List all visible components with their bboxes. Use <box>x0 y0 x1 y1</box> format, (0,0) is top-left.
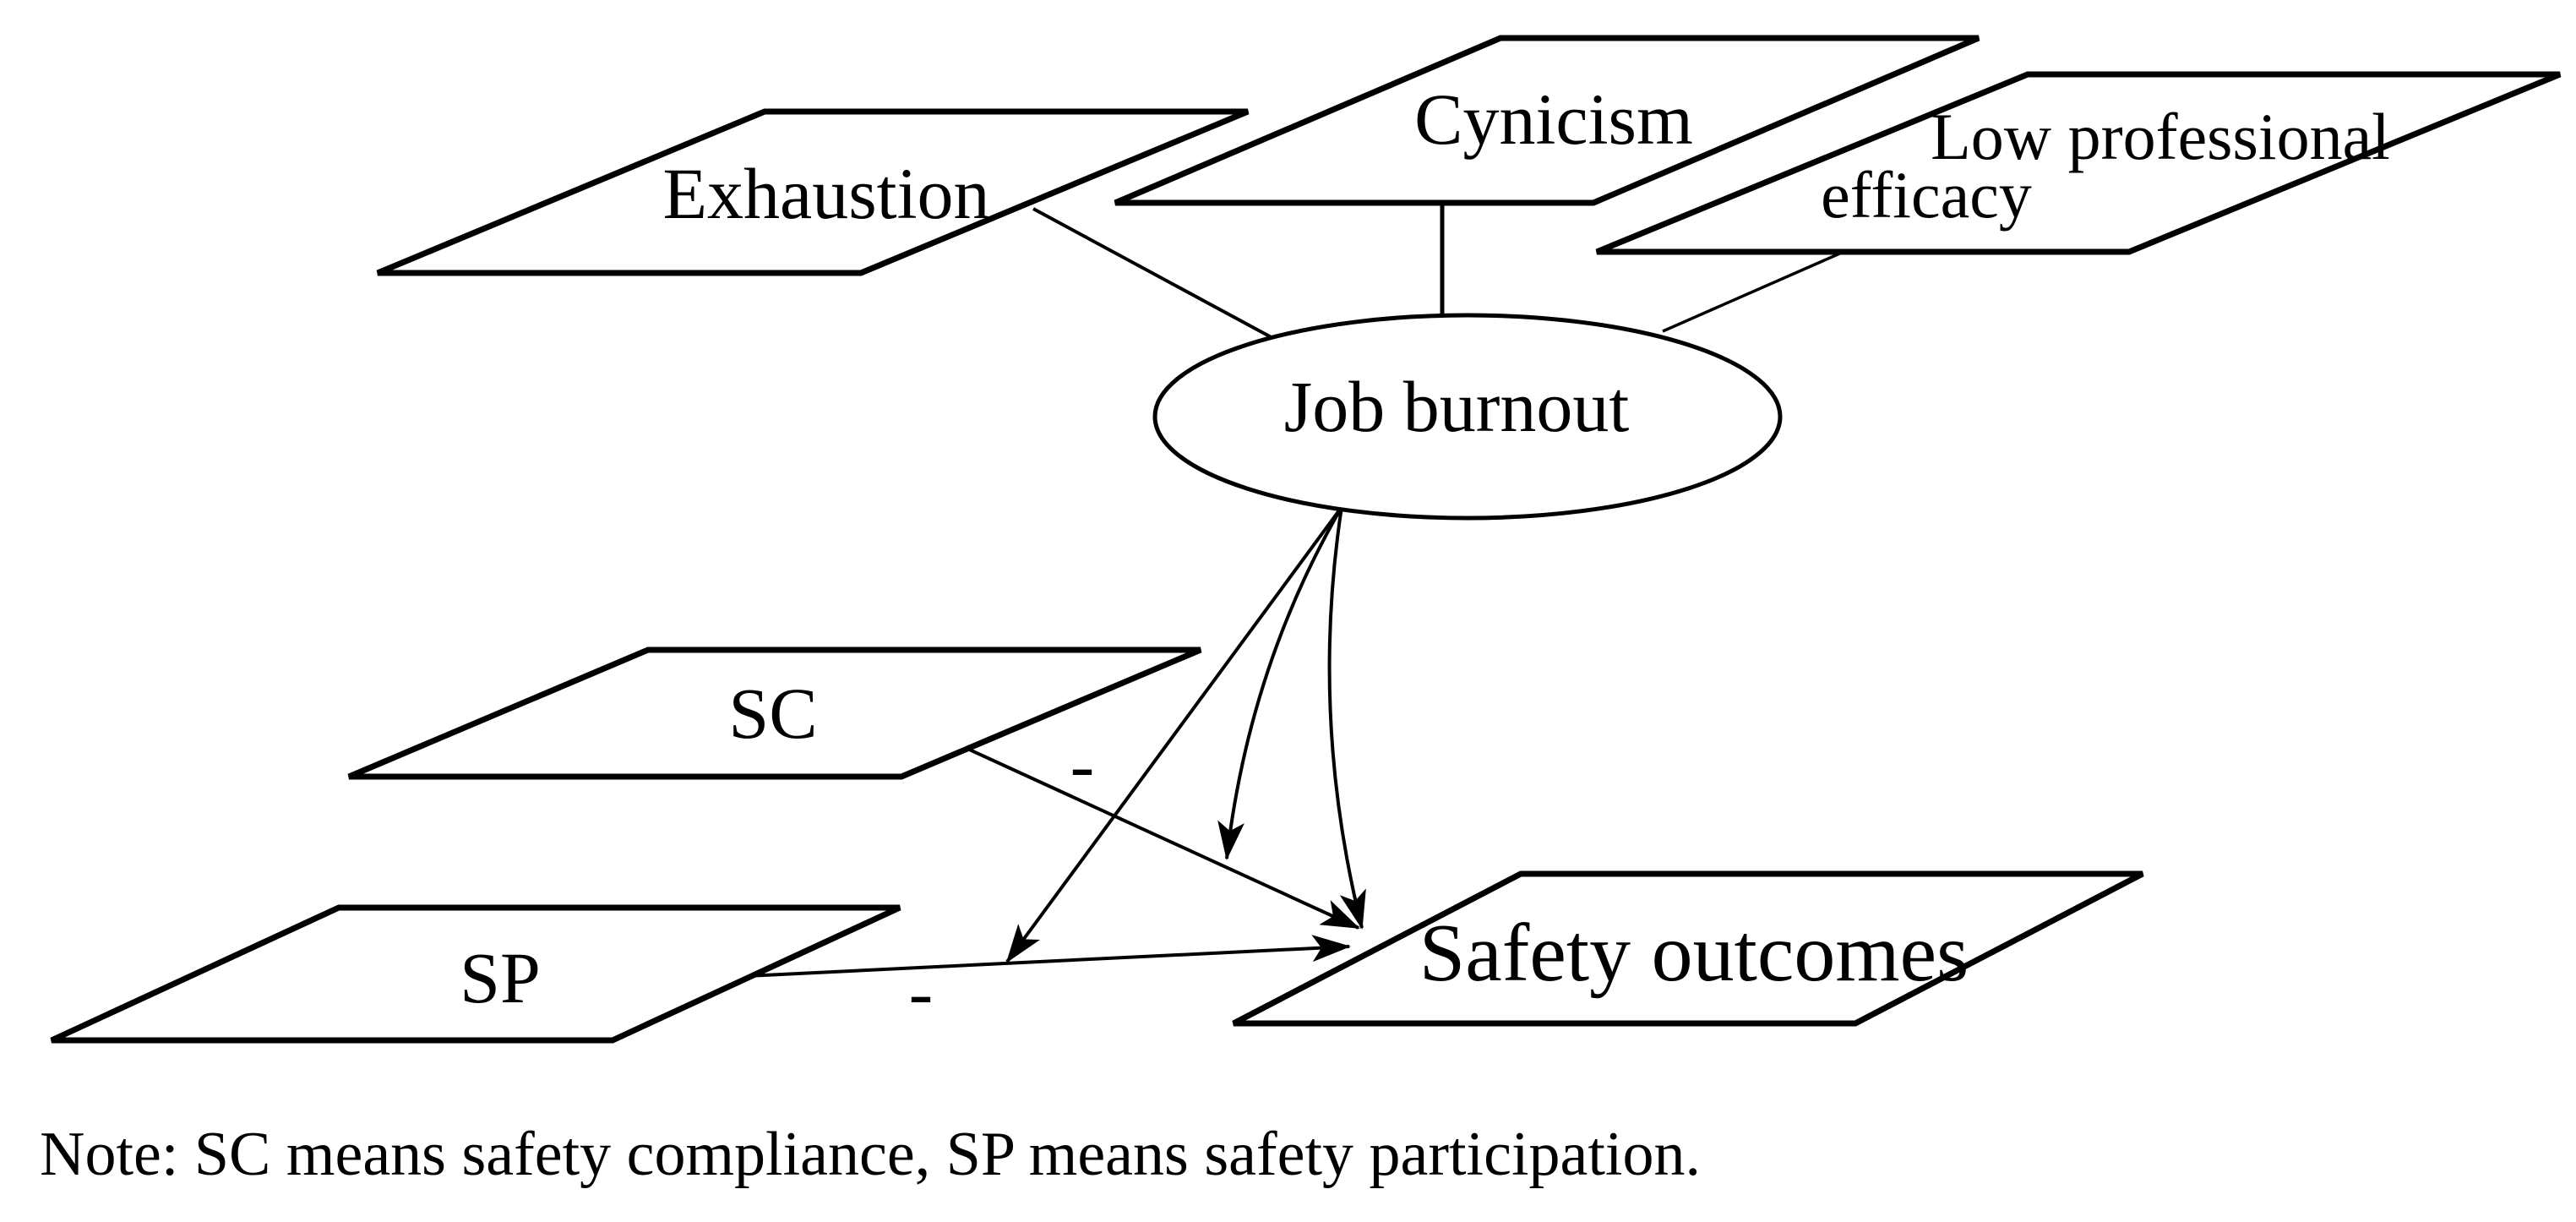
sp-label: SP <box>460 937 541 1018</box>
cynicism-parallelogram <box>1114 35 1980 206</box>
exhaustion-label: Exhaustion <box>663 153 990 234</box>
node-exhaustion: Exhaustion <box>376 108 1250 276</box>
sc-label: SC <box>728 673 817 754</box>
edge-job-burnout-to-sp-safety-path <box>1005 505 1343 963</box>
node-low-professional-efficacy: Low professional efficacy <box>1595 71 2562 255</box>
safety-outcomes-parallelogram <box>1232 870 2144 1027</box>
figure-note: Note: SC means safety compliance, SP mea… <box>40 1120 1701 1189</box>
node-sc: SC <box>347 646 1202 780</box>
edge-low-professional-efficacy-to-job-burnout <box>1662 250 1844 333</box>
node-safety-outcomes: Safety outcomes <box>1232 870 2144 1027</box>
edge-sp-to-safety-outcomes <box>746 935 1351 978</box>
low-professional-efficacy-label-line1: Low professional <box>1931 100 2390 173</box>
low-professional-efficacy-parallelogram <box>1595 71 2562 255</box>
cynicism-label: Cynicism <box>1414 79 1693 160</box>
node-cynicism: Cynicism <box>1114 35 1980 206</box>
minus-sign-sp-path: - <box>909 952 934 1033</box>
node-job-burnout: Job burnout <box>1152 313 1783 521</box>
sp-parallelogram <box>50 904 901 1044</box>
edge-sc-to-safety-outcomes <box>965 746 1360 930</box>
minus-sign-sc-path: - <box>1070 724 1095 805</box>
edge-exhaustion-to-job-burnout <box>1032 207 1278 342</box>
edge-job-burnout-to-sc-safety-path <box>1217 505 1343 860</box>
job-burnout-ellipse <box>1152 313 1783 521</box>
edge-job-burnout-to-safety-outcomes <box>1327 506 1366 930</box>
low-professional-efficacy-label-line2: efficacy <box>1821 158 2032 232</box>
job-burnout-label: Job burnout <box>1284 366 1630 447</box>
exhaustion-parallelogram <box>376 108 1250 276</box>
sc-parallelogram <box>347 646 1202 780</box>
safety-outcomes-label: Safety outcomes <box>1419 908 1969 999</box>
node-sp: SP <box>50 904 901 1044</box>
